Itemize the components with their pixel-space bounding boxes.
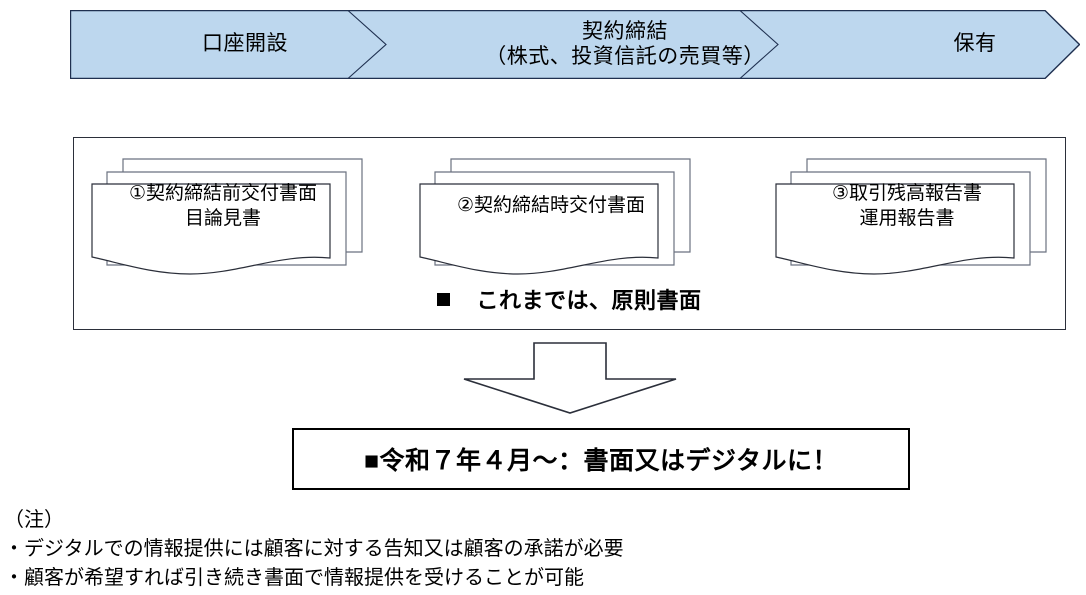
panel-note: これまでは、原則書面 xyxy=(74,283,1065,315)
banner-stage-1-label: 口座開設 xyxy=(202,32,288,56)
document-sheet-front xyxy=(775,183,1015,275)
document-stack-2-shape xyxy=(419,158,691,275)
document-stack-3-shape xyxy=(775,158,1047,275)
footnote-item-2: ・顧客が希望すれば引き続き書面で情報提供を受けることが可能 xyxy=(4,567,584,589)
banner-body xyxy=(70,10,1080,79)
document-stack-1-shape xyxy=(91,158,363,275)
result-callout-box: ■令和７年４月〜：書面又はデジタルに！ xyxy=(292,428,910,490)
down-arrow-icon xyxy=(463,342,677,414)
document-sheet-front xyxy=(91,183,331,275)
banner-stage-3-label: 保有 xyxy=(953,32,997,56)
banner-stage-holding: 保有 xyxy=(860,10,1086,79)
banner-stage-2-label-line2: （株式、投資信託の売買等） xyxy=(485,44,765,68)
document-stack-3: ③取引残高報告書 運用報告書 xyxy=(774,153,1052,278)
document-stack-2: ②契約締結時交付書面 xyxy=(418,153,696,278)
result-callout-text: ■令和７年４月〜：書面又はデジタルに！ xyxy=(363,447,839,475)
documents-panel: ①契約締結前交付書面 目論見書 ②契約締結時交付書面 ③取引残高報告 xyxy=(73,137,1066,330)
banner-stage-account-opening: 口座開設 xyxy=(80,10,410,79)
banner-stage-2-label-line1: 契約締結 xyxy=(582,19,668,43)
banner-stage-contract: 契約締結 （株式、投資信託の売買等） xyxy=(430,10,820,79)
panel-note-label: これまでは、原則書面 xyxy=(476,288,702,313)
process-flow-banner: 口座開設 契約締結 （株式、投資信託の売買等） 保有 xyxy=(70,10,1080,79)
down-arrow xyxy=(462,341,678,415)
footnotes: （注） ・デジタルでの情報提供には顧客に対する告知又は顧客の承諾が必要 ・顧客が… xyxy=(4,506,1074,593)
footnotes-heading: （注） xyxy=(4,509,64,531)
document-stack-1: ①契約締結前交付書面 目論見書 xyxy=(90,153,368,278)
down-arrow-shape xyxy=(463,342,677,414)
banner-shape xyxy=(70,10,1080,79)
banner-divider-1 xyxy=(347,10,387,79)
document-sheet-front xyxy=(419,183,659,275)
square-bullet-icon xyxy=(437,292,451,306)
footnote-item-1: ・デジタルでの情報提供には顧客に対する告知又は顧客の承諾が必要 xyxy=(4,538,624,560)
banner-divider-2 xyxy=(739,10,779,79)
